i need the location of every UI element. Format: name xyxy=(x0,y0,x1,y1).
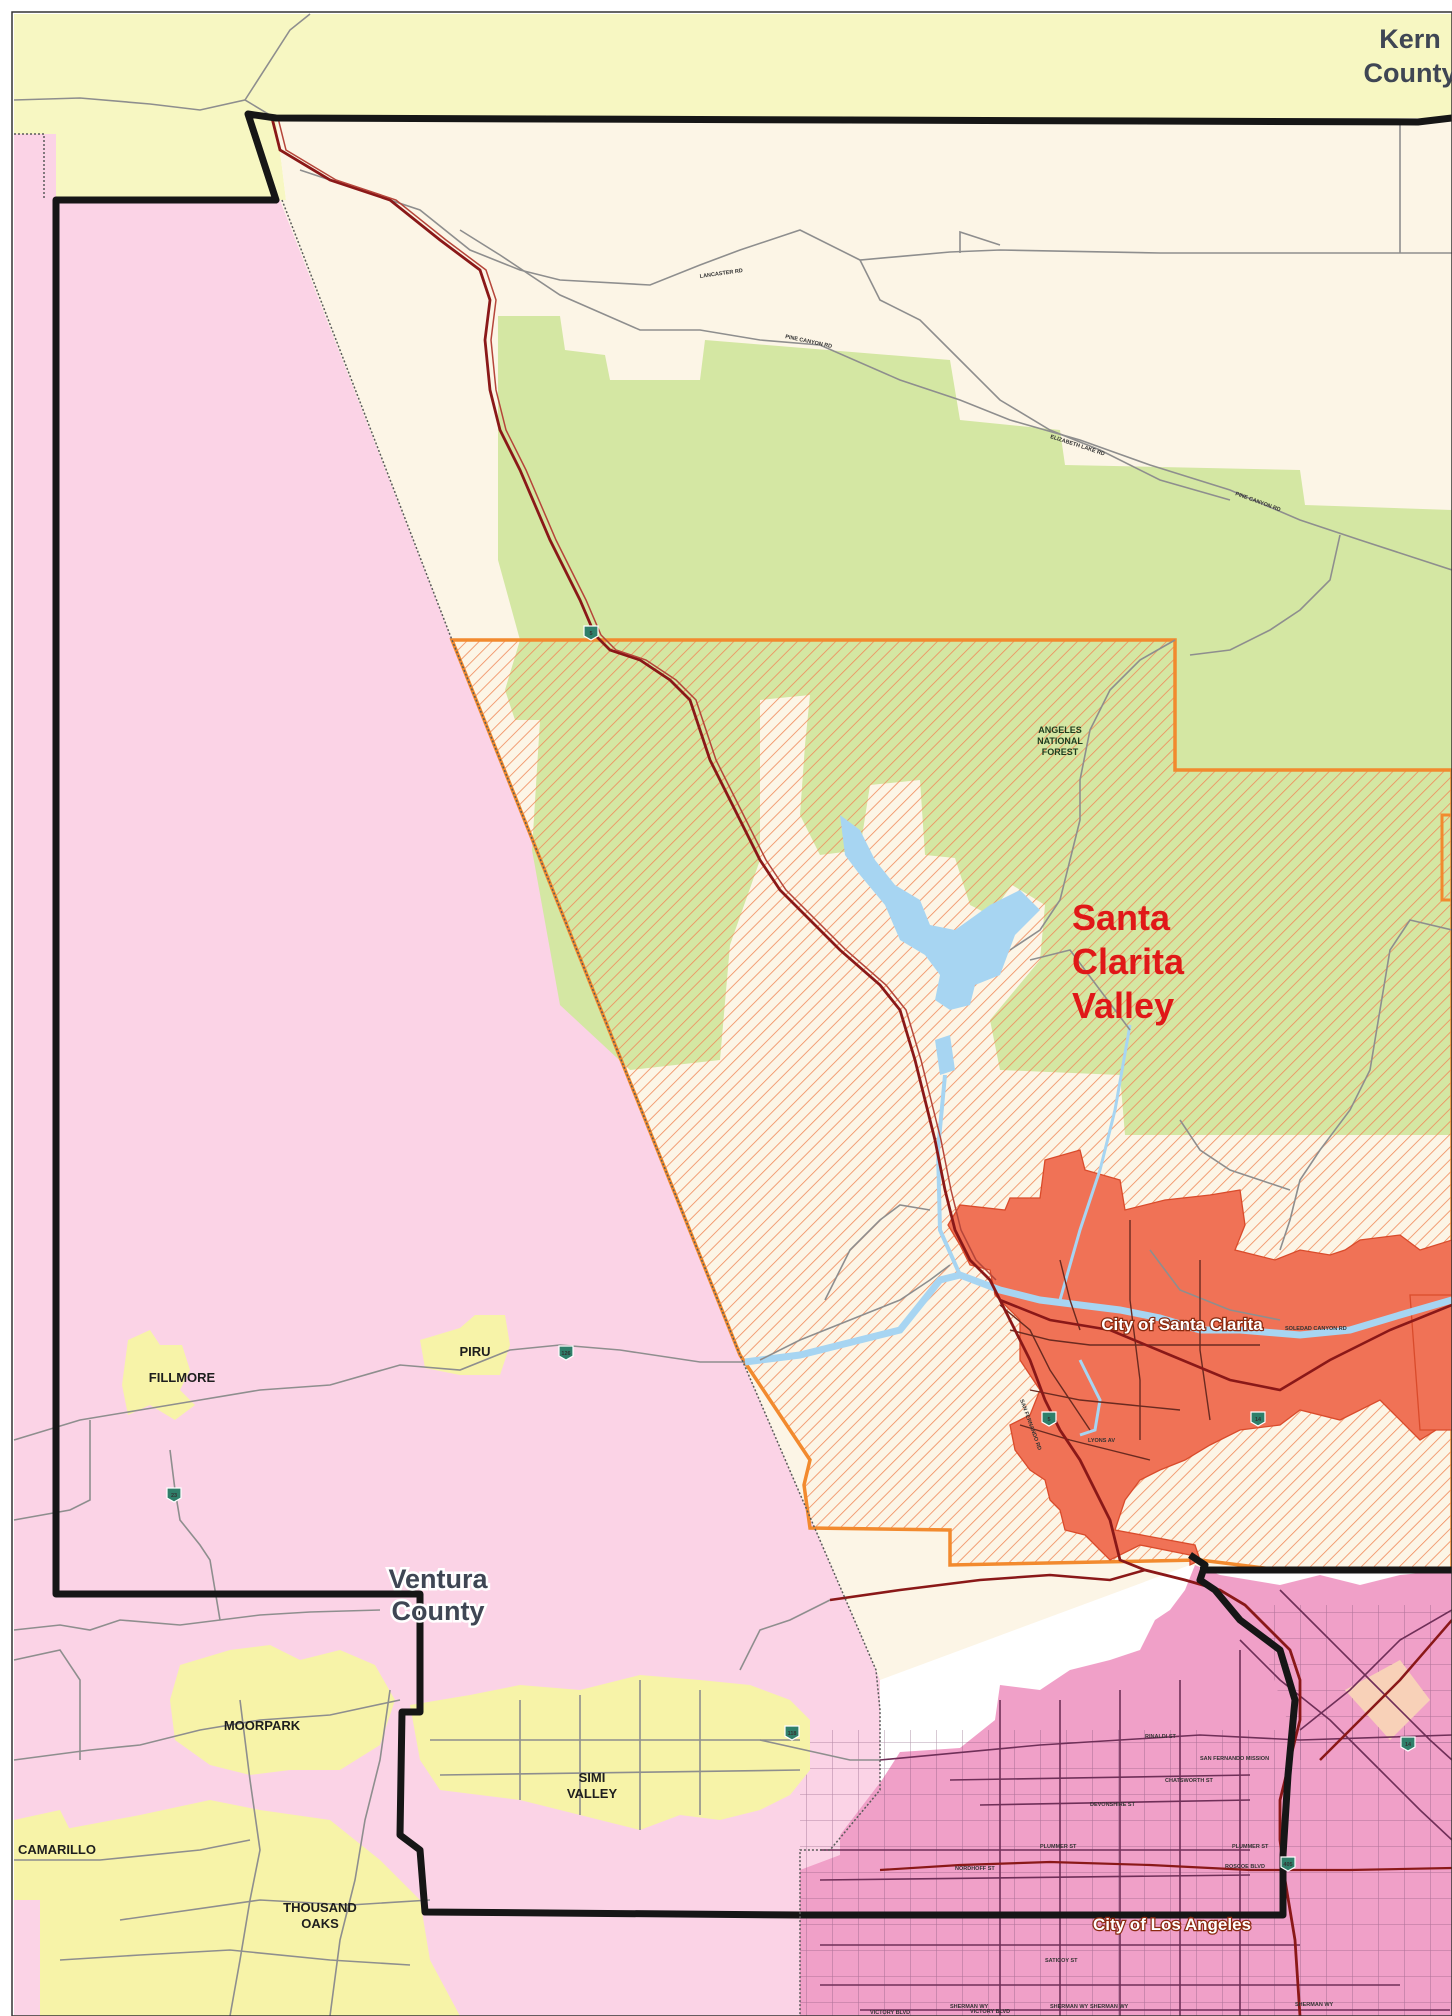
angeles-national-forest-label-1: ANGELES xyxy=(1038,725,1082,735)
santa-clarita-valley-label-1: Santa xyxy=(1072,897,1171,938)
road-label-saticoy-st: SATICOY ST xyxy=(1045,1958,1078,1964)
santa-clarita-valley-label-2: Clarita xyxy=(1072,941,1185,982)
top-left-dotted xyxy=(14,133,45,200)
fillmore-city-area xyxy=(122,1330,195,1420)
angeles-national-forest-label-3: FOREST xyxy=(1042,747,1079,757)
svg-text:5: 5 xyxy=(1047,1417,1050,1423)
kern-county-label-1: Kern xyxy=(1379,24,1441,54)
santa-clarita-valley-label-3: Valley xyxy=(1072,985,1174,1026)
ventura-county-area xyxy=(14,134,880,2016)
city-of-los-angeles-label: City of Los Angeles xyxy=(1093,1915,1251,1934)
svg-text:126: 126 xyxy=(561,1351,570,1357)
bouquet-creek xyxy=(1078,1359,1102,1437)
moorpark-city-area xyxy=(170,1645,395,1775)
road-label-sherman-wy-3: SHERMAN WY xyxy=(1090,2004,1129,2010)
route-14-shield: 14 xyxy=(1250,1411,1266,1427)
route-14-shield-lower: 14 xyxy=(1400,1736,1416,1752)
camarillo-label: CAMARILLO xyxy=(18,1842,96,1857)
planning-area-notch xyxy=(1440,813,1452,902)
svg-text:23: 23 xyxy=(171,1493,177,1499)
svg-text:118: 118 xyxy=(788,1731,797,1737)
interstate-5-shield-south: 5 xyxy=(1041,1411,1057,1427)
ventura-boundary-dotted xyxy=(281,199,881,2016)
road-label-plummer-st: PLUMMER ST xyxy=(1040,1844,1077,1850)
castaic-creek xyxy=(935,1074,962,1276)
simi-valley-label-1: SIMI xyxy=(579,1770,606,1785)
piru-city-area xyxy=(420,1315,510,1375)
road-label-soledad-canyon-rd: SOLEDAD CANYON RD xyxy=(1285,1326,1347,1332)
los-angeles-arterials xyxy=(819,1589,1452,2016)
moorpark-label: MOORPARK xyxy=(224,1718,301,1733)
thousand-oaks-label-2: OAKS xyxy=(301,1916,339,1931)
highway-shields: 5 5 126 23 118 14 405 14 xyxy=(166,625,1416,1872)
svg-text:14: 14 xyxy=(1255,1417,1262,1423)
road-label-sherman-wy-2: SHERMAN WY xyxy=(1050,2004,1089,2010)
ventura-county-label-2: County xyxy=(392,1596,485,1626)
piru-label: PIRU xyxy=(459,1344,490,1359)
road-label-devonshire-st: DEVONSHIRE ST xyxy=(1090,1802,1136,1808)
angeles-national-forest-label-2: NATIONAL xyxy=(1037,736,1083,746)
road-label-chatsworth-st: CHATSWORTH ST xyxy=(1165,1778,1214,1784)
peach-district xyxy=(1345,1660,1430,1740)
road-label-nordhoff-st: NORDHOFF ST xyxy=(955,1866,995,1872)
thousand-oaks-label-1: THOUSAND xyxy=(283,1900,357,1915)
road-label-rinaldi-st: RINALDI ST xyxy=(1145,1734,1177,1740)
simi-valley-label-2: VALLEY xyxy=(567,1786,618,1801)
kern-county-area xyxy=(14,14,1452,200)
svg-text:14: 14 xyxy=(1405,1742,1412,1748)
road-label-san-fernando-mission: SAN FERNANDO MISSION xyxy=(1200,1756,1269,1762)
road-label-victory-blvd: VICTORY BLVD xyxy=(870,2010,910,2016)
santa-clara-river xyxy=(744,1271,1452,1366)
road-label-sherman-wy-4: SHERMAN WY xyxy=(1295,2002,1334,2008)
fillmore-label: FILLMORE xyxy=(149,1370,216,1385)
santa-clarita-east-patch xyxy=(1409,1294,1452,1431)
camarillo-city-area xyxy=(14,1810,80,1900)
county-boundary-line xyxy=(52,110,1452,1919)
road-label-sherman-wy-1: SHERMAN WY xyxy=(950,2004,989,2010)
route-118-shield: 118 xyxy=(784,1725,800,1741)
route-126-shield: 126 xyxy=(558,1345,574,1361)
svg-text:405: 405 xyxy=(1283,1862,1292,1868)
local-roads xyxy=(13,13,1452,2016)
road-label-lyons-av: LYONS AV xyxy=(1088,1438,1115,1444)
road-label-victory-blvd-2: VICTORY BLVD xyxy=(970,2009,1010,2015)
interstate-405-shield: 405 xyxy=(1280,1856,1296,1872)
san-francisquito-creek xyxy=(1058,1024,1132,1301)
city-of-santa-clarita-label: City of Santa Clarita xyxy=(1101,1315,1263,1334)
los-angeles-street-grid xyxy=(800,1730,1452,2016)
freeways xyxy=(270,117,1452,2016)
interstate-5-shield-north: 5 xyxy=(583,625,599,641)
road-label-roscoe-blvd: ROSCOE BLVD xyxy=(1225,1864,1265,1870)
kern-county-label-2: County xyxy=(1364,58,1452,88)
ventura-county-label-1: Ventura xyxy=(388,1564,488,1594)
inner-frame-border xyxy=(11,11,1452,2016)
road-label-lancaster-rd: LANCASTER RD xyxy=(699,268,743,280)
simi-valley-city-area xyxy=(410,1675,810,1830)
route-23-shield: 23 xyxy=(166,1487,182,1503)
road-label-plummer-st-2: PLUMMER ST xyxy=(1232,1844,1269,1850)
castaic-lagoon xyxy=(935,1035,955,1075)
svg-text:5: 5 xyxy=(589,631,592,637)
castaic-lake xyxy=(840,815,1040,1010)
